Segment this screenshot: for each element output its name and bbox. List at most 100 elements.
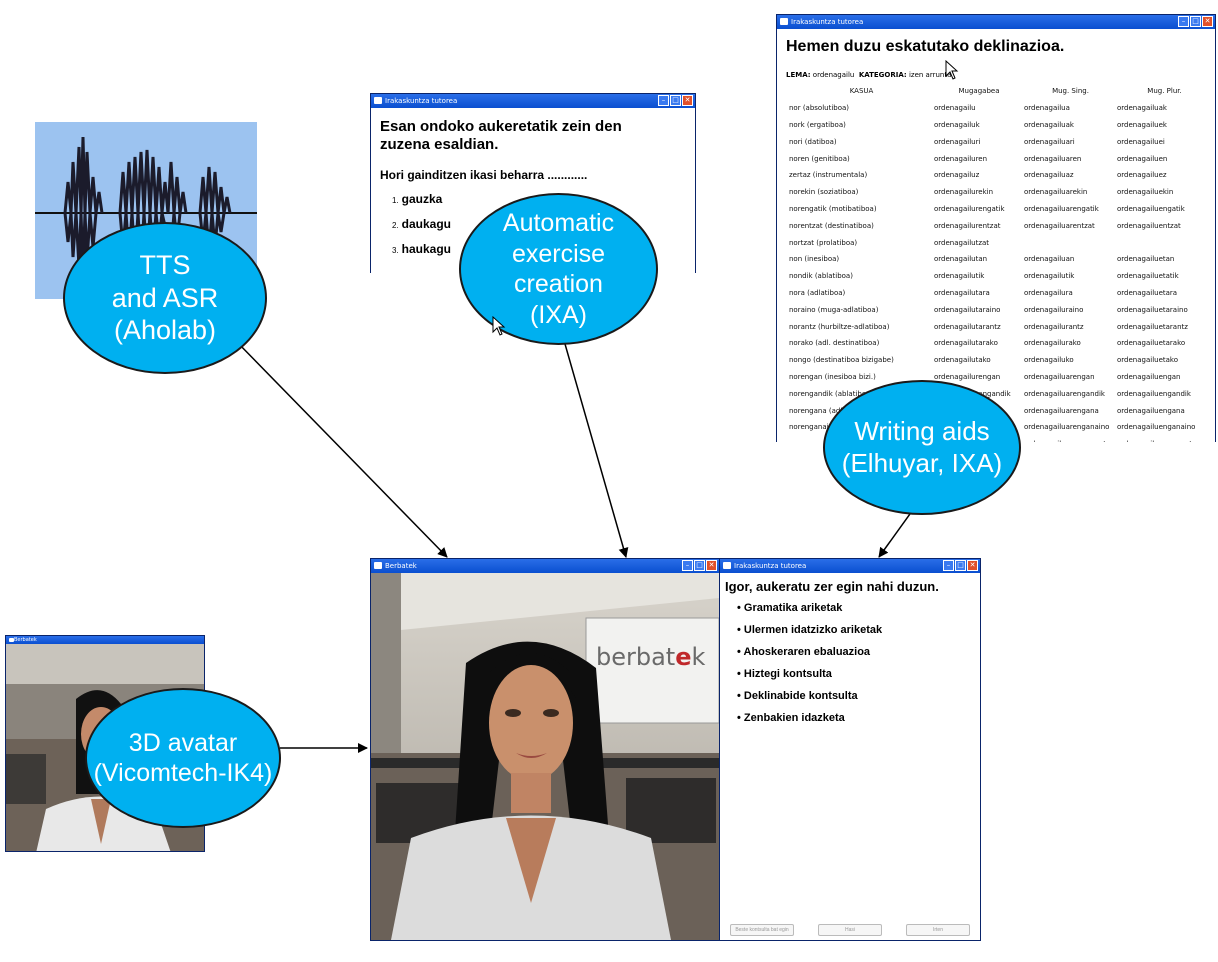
table-cell: ordenagailuetarako <box>1117 339 1186 348</box>
table-cell: ordenagailutik <box>934 272 985 281</box>
table-cell: ordenagailuetarantz <box>1117 322 1188 331</box>
avatar-small-titlebar: Berbatek <box>6 636 204 644</box>
app-icon <box>723 562 731 569</box>
table-cell: zertaz (instrumentala) <box>789 171 868 180</box>
exercise-sentence: Hori gainditzen ikasi beharra ..........… <box>380 168 588 182</box>
exercise-option[interactable]: 3.haukagu <box>392 242 452 256</box>
table-cell: norengan (inesiboa bizi.) <box>789 372 876 381</box>
exercise-window-titlebar: Irakaskuntza tutorea – □ ✕ <box>371 94 695 108</box>
declension-window: Irakaskuntza tutorea – □ ✕ Hemen duzu es… <box>776 14 1216 442</box>
table-row: nondik (ablatiboa) ordenagailutik ordenaga… <box>789 268 1212 285</box>
table-cell: ordenagailutarantz <box>934 322 1001 331</box>
table-cell: ordenagailuarekin <box>1024 188 1088 197</box>
table-cell: ordenagailuarengatik <box>1024 204 1099 213</box>
table-cell: ordenagailurengatik <box>934 204 1005 213</box>
table-cell: ordenagailutan <box>934 255 988 264</box>
exit-button[interactable]: Irten <box>906 924 970 936</box>
declension-window-title: Irakaskuntza tutorea <box>791 18 864 26</box>
table-cell: ordenagailurentzat <box>934 221 1001 230</box>
start-button[interactable]: Hasi <box>818 924 882 936</box>
minimize-icon[interactable]: – <box>943 560 954 571</box>
close-icon[interactable]: ✕ <box>682 95 693 106</box>
maximize-icon[interactable]: □ <box>670 95 681 106</box>
close-icon[interactable]: ✕ <box>1202 16 1213 27</box>
table-cell: ordenagailuen <box>1117 154 1168 163</box>
app-icon <box>9 638 14 642</box>
table-cell: ordenagailutik <box>1024 272 1075 281</box>
declension-heading: Hemen duzu eskatutako deklinazioa. <box>786 38 1065 55</box>
table-cell: ordenagailutako <box>934 356 991 365</box>
table-cell: ordenagailuetara <box>1117 288 1178 297</box>
table-cell: ordenagailuetaraino <box>1117 305 1188 314</box>
avatar-bubble: 3D avatar(Vicomtech-IK4) <box>85 688 281 828</box>
table-cell: nongo (destinatiboa bizigabe) <box>789 356 894 365</box>
maximize-icon[interactable]: □ <box>1190 16 1201 27</box>
table-cell: ordenagailuaren <box>1024 154 1082 163</box>
exercise-heading: Esan ondoko aukeretatik zein den zuzena … <box>380 118 622 153</box>
table-header-cell: Mug. Plur. <box>1147 87 1182 96</box>
table-row: norengatik (motibatiboa) ordenagailurenga… <box>789 201 1212 218</box>
menu-heading: Igor, aukeratu zer egin nahi duzun. <box>725 579 939 594</box>
menu-item[interactable]: • Ahoskeraren ebaluazioa <box>737 646 871 658</box>
table-cell: nondik (ablatiboa) <box>789 272 853 281</box>
menu-item[interactable]: • Zenbakien idazketa <box>737 712 845 724</box>
table-cell: noren (genitiboa) <box>789 154 850 163</box>
table-header-cell: KASUA <box>849 87 874 96</box>
table-cell: ordenagailuk <box>934 120 980 129</box>
table-cell: ordenagailuarengan <box>1024 372 1095 381</box>
table-header-cell: Mugagabea <box>958 87 1000 96</box>
table-header-row: KASUA Mugagabea Mug. Sing. Mug. Plur. <box>789 83 1212 100</box>
table-cell: nor (absolutiboa) <box>789 104 850 113</box>
table-cell: ordenagailura <box>1024 288 1073 297</box>
maximize-icon[interactable]: □ <box>955 560 966 571</box>
table-cell: ordenagailuko <box>1024 356 1074 365</box>
minimize-icon[interactable]: – <box>682 560 693 571</box>
minimize-icon[interactable]: – <box>658 95 669 106</box>
table-cell: ordenagailuekin <box>1117 188 1174 197</box>
menu-item[interactable]: • Gramatika ariketak <box>737 602 843 614</box>
table-cell: ordenagailurako <box>1024 339 1081 348</box>
lema-line: LEMA: ordenagailu KATEGORIA: izen arrunt… <box>786 71 952 79</box>
table-cell: nori (datiboa) <box>789 137 837 146</box>
table-cell: norengatik (motibatiboa) <box>789 204 877 213</box>
arrow-tts <box>234 339 448 558</box>
table-row: noraino (muga-adlatiboa)ordenagailutarai… <box>789 301 1212 318</box>
maximize-icon[interactable]: □ <box>694 560 705 571</box>
table-cell: ordenagailurantz <box>1024 322 1084 331</box>
table-row: norengan (inesiboa bizi.)ordenagailureng… <box>789 369 1212 386</box>
menu-window: Irakaskuntza tutorea – □ ✕ Igor, aukerat… <box>719 558 981 941</box>
minimize-icon[interactable]: – <box>1178 16 1189 27</box>
table-row: norentzat (destinatiboa) ordenagailurentz… <box>789 217 1212 234</box>
table-cell: non (inesiboa) <box>789 255 840 264</box>
table-cell: ordenagailuetako <box>1117 356 1179 365</box>
table-cell: ordenagailuez <box>1117 171 1167 180</box>
close-icon[interactable]: ✕ <box>967 560 978 571</box>
close-icon[interactable]: ✕ <box>706 560 717 571</box>
table-cell: ordenagailurekin <box>934 188 994 197</box>
table-cell: ordenagailuarenganantz <box>1024 436 1117 442</box>
berbatek-logo: berbatek <box>596 643 706 671</box>
table-row: nortzat (prolatiboa)ordenagailutzat <box>789 234 1212 251</box>
menu-item[interactable]: • Ulermen idatzizko ariketak <box>737 624 883 636</box>
table-cell: ordenagailuek <box>1117 120 1167 129</box>
table-header-cell: Mug. Sing. <box>1052 87 1089 96</box>
table-cell: ordenagailuraino <box>1024 305 1084 314</box>
table-cell: norekin (soziatiboa) <box>789 188 859 197</box>
app-icon <box>374 562 382 569</box>
table-cell: ordenagailutaraino <box>934 305 1001 314</box>
table-cell: ordenagailuaz <box>1024 171 1074 180</box>
table-cell: ordenagailutara <box>934 288 990 297</box>
menu-item[interactable]: • Deklinabide kontsulta <box>737 690 858 702</box>
table-cell: norentzat (destinatiboa) <box>789 221 874 230</box>
menu-item[interactable]: • Hiztegi kontsulta <box>737 668 832 680</box>
another-query-button[interactable]: Beste kontsulta bat egin <box>730 924 794 936</box>
exercise-option[interactable]: 2.daukagu <box>392 217 452 231</box>
table-cell: ordenagailuari <box>1024 137 1075 146</box>
exercise-option[interactable]: 1.gauzka <box>392 192 443 206</box>
